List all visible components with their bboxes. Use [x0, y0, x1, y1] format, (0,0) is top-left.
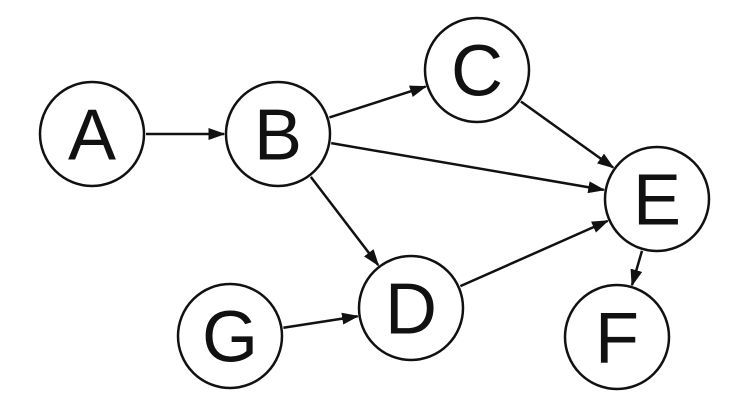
node-label-D: D — [385, 270, 437, 350]
node-circle-A — [38, 80, 146, 188]
node-C: C — [423, 16, 531, 124]
edge-E-F — [630, 250, 644, 287]
node-circle-B — [224, 80, 332, 188]
node-label-E: E — [633, 161, 681, 241]
node-label-F: F — [595, 299, 639, 379]
edge-C-E — [520, 100, 615, 169]
node-circle-C — [423, 16, 531, 124]
node-circle-E — [603, 145, 711, 253]
node-B: B — [224, 80, 332, 188]
edge-B-E — [331, 141, 606, 194]
node-G: G — [176, 282, 284, 390]
edge-D-E — [459, 219, 610, 288]
node-E: E — [603, 145, 711, 253]
node-label-G: G — [202, 298, 258, 378]
edge-B-C — [329, 85, 428, 119]
node-F: F — [563, 283, 671, 391]
node-circle-F — [563, 283, 671, 391]
node-label-C: C — [451, 32, 503, 112]
node-label-B: B — [254, 96, 302, 176]
node-circle-D — [357, 254, 465, 362]
node-D: D — [357, 254, 465, 362]
node-circle-G — [176, 282, 284, 390]
node-A: A — [38, 80, 146, 188]
edge-B-D — [309, 176, 380, 267]
edge-G-D — [283, 312, 360, 329]
node-label-A: A — [68, 96, 116, 176]
